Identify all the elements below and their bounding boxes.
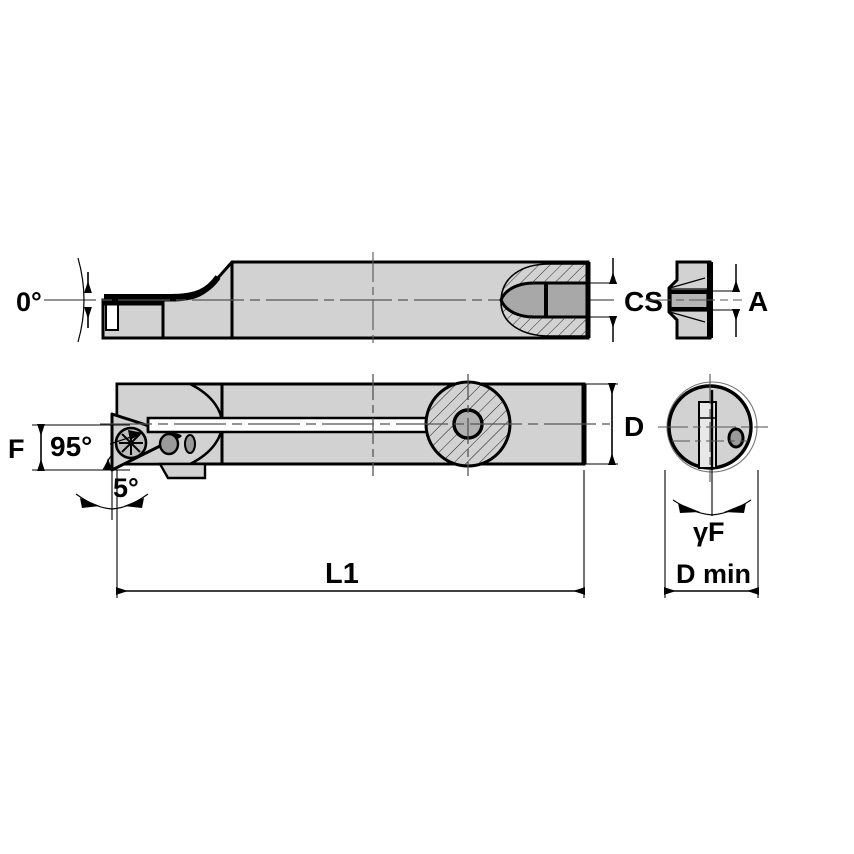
angle-clearance-arrow-left [80, 498, 100, 508]
head-end-bevel-top [669, 277, 706, 289]
dim-l1: L1 [116, 470, 585, 598]
dim-d-label: D [624, 411, 644, 442]
gamma-f-arrow-right [724, 503, 746, 513]
angle-clearance-arrow-right [124, 498, 144, 508]
plan-view-centerlines [100, 374, 610, 476]
head-coolant-outlet [184, 434, 196, 454]
head-end-bevel-bottom [669, 311, 706, 323]
end-view-bottom-right: γF D min [658, 374, 768, 598]
dim-d-min-label: D min [676, 559, 751, 589]
angle-rake-label: 0° [16, 287, 42, 317]
angle-lead-arrow-a [104, 458, 112, 470]
dim-l1-label: L1 [325, 558, 359, 590]
dim-a: A [710, 264, 768, 337]
dim-f: F [8, 424, 130, 471]
angle-lead-arrow-b [128, 430, 143, 440]
dim-cs-label: CS [624, 286, 663, 317]
shank-end-slot [698, 401, 717, 469]
insert-tip-hole [158, 432, 180, 456]
insert-side-screw [105, 299, 119, 331]
end-view-top-right [645, 260, 742, 340]
angle-rake-annotation: 0° [16, 257, 92, 343]
angle-gamma-f-label: γF [693, 517, 725, 547]
dim-d: D [584, 383, 644, 465]
dim-f-label: F [8, 434, 25, 464]
angle-gamma-f-annotation: γF [672, 468, 752, 547]
top-view-bottom: F 95° 5° D L1 [8, 374, 644, 598]
gamma-f-arrow-left [678, 503, 700, 513]
dim-a-label: A [748, 286, 768, 317]
end-view-centerlines [658, 374, 768, 482]
angle-lead-annotation: 95° [50, 430, 143, 471]
angle-lead-label: 95° [50, 431, 92, 462]
insert-seat-notch [157, 462, 207, 480]
shank-end-coolant-hole [727, 427, 745, 449]
side-view-top: 0° CS A [16, 252, 768, 348]
bar-neck-top-edge [104, 275, 221, 300]
dim-cs: CS [588, 258, 663, 342]
dim-d-min: D min [664, 470, 759, 598]
